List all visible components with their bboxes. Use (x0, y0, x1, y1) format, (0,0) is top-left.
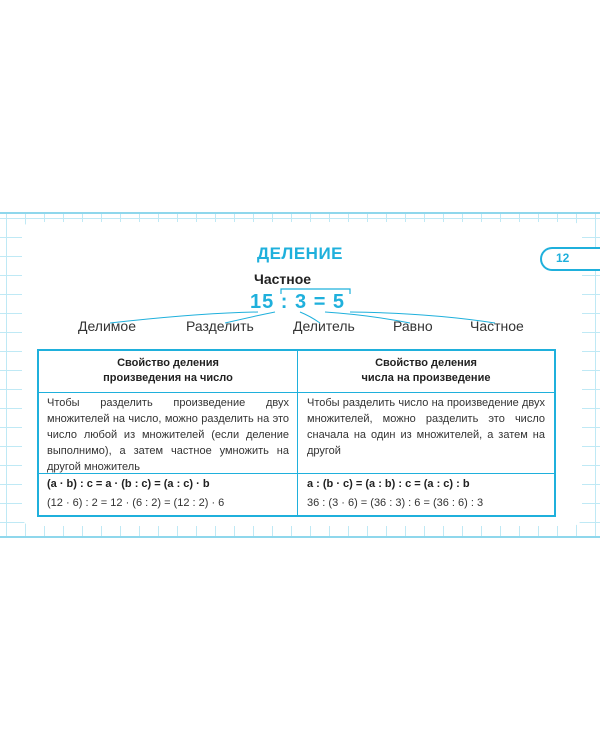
left-formula: (a · b) : c = a · (b : c) = (a : c) · b (47, 478, 210, 490)
equation: 15 : 3 = 5 (250, 291, 346, 313)
left-rule-text: Чтобы разделить произведение двух множит… (47, 397, 289, 473)
divisor-connector (299, 311, 321, 324)
divide-connector (224, 311, 276, 324)
left-example: (12 · 6) : 2 = 12 · (6 : 2) = (12 : 2) ·… (47, 497, 225, 509)
quotient-connector (349, 311, 496, 324)
page-number: 12 (556, 251, 570, 265)
right-example: 36 : (3 · 6) = (36 : 3) : 6 = (36 : 6) :… (307, 497, 484, 509)
right-header: Свойство деления числа на произведение (298, 356, 554, 386)
card-border (0, 212, 600, 538)
right-rule-text: Чтобы разделить число на произведение дв… (307, 397, 545, 457)
label-quotient: Частное (470, 318, 524, 334)
equals-connector (324, 311, 411, 324)
page-number-badge: 12 (540, 247, 600, 271)
dividend-connector (109, 311, 259, 324)
right-header-line-2: числа на произведение (361, 372, 491, 384)
right-formula: a : (b · c) = (a : b) : c = (a : c) : b (307, 478, 470, 490)
right-header-line-1: Свойство деления (375, 357, 477, 369)
column-divider (297, 351, 298, 515)
header-divider (39, 392, 554, 393)
left-header-line-1: Свойство деления (117, 357, 219, 369)
grid-card (0, 212, 600, 538)
label-divide: Разделить (186, 318, 254, 334)
formula-divider (39, 473, 554, 474)
label-divisor: Делитель (293, 318, 355, 334)
page-title: ДЕЛЕНИЕ (256, 244, 344, 263)
label-equals: Равно (393, 318, 433, 334)
content-panel (22, 222, 582, 526)
properties-table: Свойство деления произведения на число Ч… (37, 349, 556, 517)
left-header: Свойство деления произведения на число (39, 356, 297, 386)
quotient-top-label: Частное (254, 271, 312, 287)
quotient-bracket (280, 288, 351, 294)
left-header-line-2: произведения на число (103, 372, 233, 384)
label-dividend: Делимое (78, 318, 136, 334)
